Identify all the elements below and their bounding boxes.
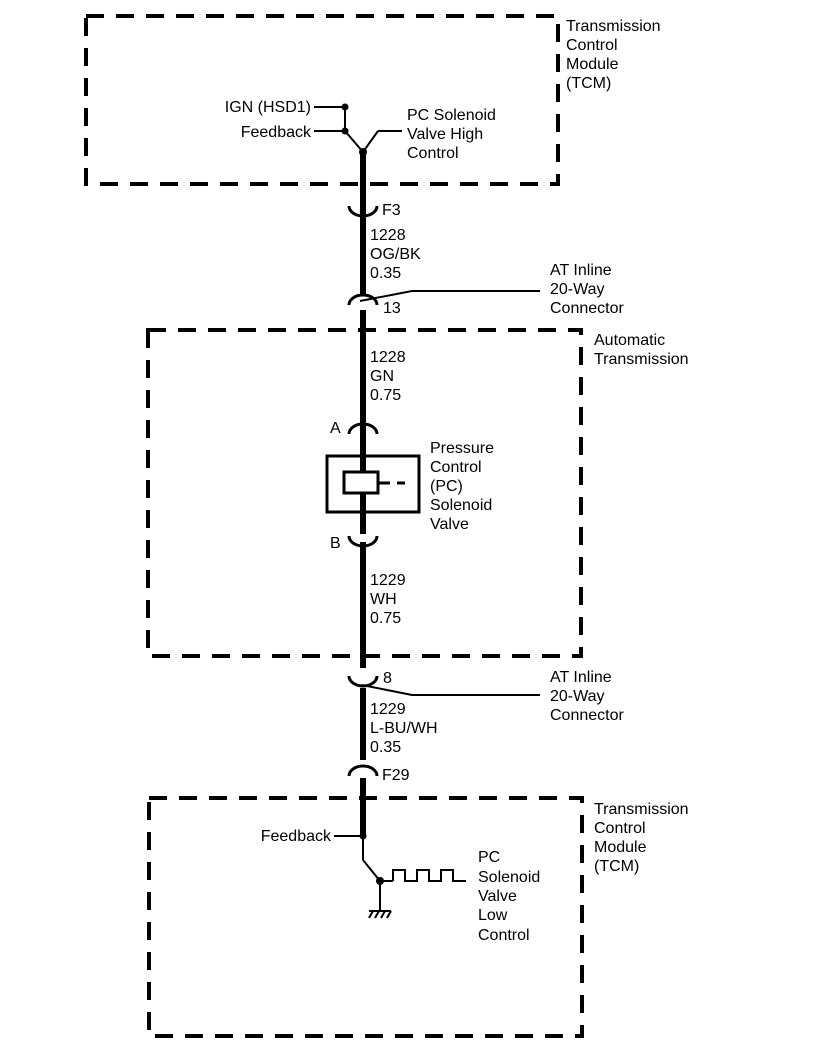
inline-upper-connector-label: AT Inline 20-Way Connector [550, 262, 624, 317]
pc-solenoid-coil [342, 470, 380, 495]
wire-1229-wh-label: 1229 WH 0.75 [370, 572, 410, 627]
inline-13-connector-symbol [347, 293, 379, 306]
ground-icon [368, 910, 392, 919]
pin-a-label: A [330, 420, 341, 437]
f29-connector-symbol [347, 764, 379, 777]
wire-1228-og-bk-label: 1228 OG/BK 0.35 [370, 227, 425, 282]
pin-b-connector-symbol [347, 535, 379, 548]
inline-8-pin-label: 8 [383, 670, 392, 687]
tcm-top-label: Transmission Control Module (TCM) [566, 18, 665, 92]
automatic-transmission-boundary [146, 328, 583, 658]
tcm-top-boundary [84, 14, 560, 186]
inline-13-leader [359, 290, 540, 302]
bottom-feedback-label: Feedback [261, 828, 332, 845]
pin-b-label: B [330, 535, 341, 552]
pc-solenoid-valve-label: Pressure Control (PC) Solenoid Valve [430, 440, 498, 533]
wire-1228-gn-label: 1228 GN 0.75 [370, 349, 410, 404]
automatic-transmission-label: Automatic Transmission [594, 332, 689, 368]
tcm-bottom-boundary [147, 796, 584, 1038]
pc-solenoid-valve-box [325, 454, 421, 514]
inline-13-pin-label: 13 [383, 300, 401, 317]
pwm-waveform-icon [392, 869, 466, 882]
pin-a-connector-symbol [347, 422, 379, 435]
wire-1229-lbu-wh-label: 1229 L-BU/WH 0.35 [370, 701, 442, 756]
top-switch-network [314, 103, 402, 156]
f3-pin-label: F3 [382, 202, 401, 219]
inline-8-leader [361, 684, 540, 696]
ign-hsd1-label: IGN (HSD1) [225, 99, 311, 116]
tcm-bottom-label: Transmission Control Module (TCM) [594, 801, 693, 875]
pc-solenoid-low-control-label: PC Solenoid Valve Low Control [478, 849, 545, 944]
f3-connector-symbol [347, 205, 379, 218]
f29-pin-label: F29 [382, 767, 410, 784]
pc-solenoid-high-control-label: PC Solenoid Valve High Control [407, 107, 500, 162]
top-feedback-label: Feedback [241, 124, 312, 141]
inline-lower-connector-label: AT Inline 20-Way Connector [550, 669, 624, 724]
bottom-switch-network [334, 832, 466, 910]
